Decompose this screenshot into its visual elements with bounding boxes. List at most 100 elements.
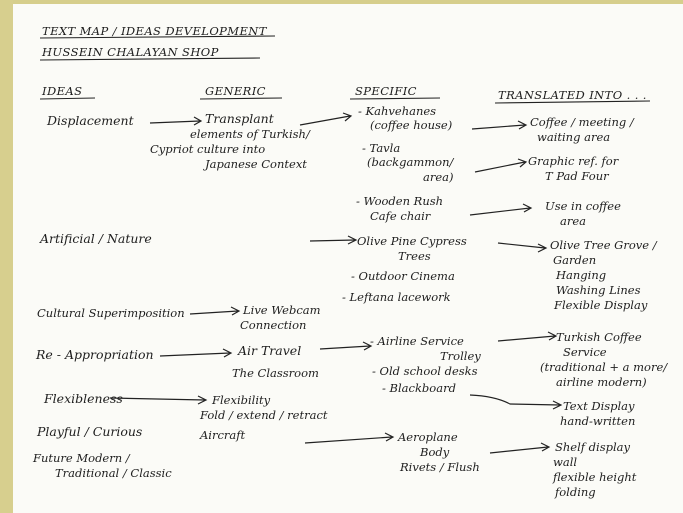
left-border bbox=[0, 0, 13, 513]
title-line-2: HUSSEIN CHALAYAN SHOP bbox=[42, 45, 219, 59]
specific-line: - Blackboard bbox=[382, 381, 456, 395]
translated-line: Olive Tree Grove / bbox=[550, 238, 657, 252]
specific-line: (backgammon/ bbox=[367, 155, 454, 169]
arrow-flexibleness bbox=[109, 397, 206, 401]
idea-cultural-superimposition: Cultural Superimposition bbox=[37, 306, 185, 320]
specific-line: - Kahvehanes bbox=[358, 104, 437, 118]
translated-line: Turkish Coffee bbox=[556, 330, 642, 344]
translated-line: flexible height bbox=[553, 470, 637, 484]
arrowhead bbox=[362, 341, 373, 351]
translated-line: folding bbox=[555, 485, 596, 499]
header-generic: GENERIC bbox=[205, 84, 266, 98]
specific-line: - Airline Service bbox=[370, 334, 464, 348]
specific-line: Trolley bbox=[440, 349, 481, 363]
header-underline-ideas bbox=[39, 97, 96, 100]
specific-line: - Old school desks bbox=[372, 364, 478, 378]
arrow-cultural bbox=[189, 310, 239, 315]
arrowhead bbox=[547, 331, 558, 341]
translated-line: Garden bbox=[553, 253, 597, 267]
header-underline-specific bbox=[349, 97, 441, 100]
arrowhead bbox=[193, 116, 203, 126]
generic-line: Live Webcam bbox=[243, 303, 321, 317]
translated-line: Washing Lines bbox=[556, 283, 641, 297]
specific-line: - Tavla bbox=[362, 141, 401, 155]
title-underline-1 bbox=[39, 35, 276, 39]
generic-line: Aircraft bbox=[200, 428, 246, 442]
generic-line: Fold / extend / retract bbox=[200, 408, 328, 422]
translated-line: Text Display bbox=[563, 399, 635, 413]
idea-displacement: Displacement bbox=[47, 113, 134, 128]
specific-line: area) bbox=[423, 170, 454, 184]
specific-line: - Wooden Rush bbox=[356, 194, 444, 208]
translated-line: area bbox=[560, 214, 587, 228]
arrowhead bbox=[384, 432, 395, 442]
translated-line: (traditional + a more/ bbox=[540, 360, 668, 374]
arrowhead bbox=[522, 203, 533, 213]
translated-line: hand-written bbox=[560, 414, 636, 428]
header-translated: TRANSLATED INTO . . . bbox=[498, 88, 647, 102]
translated-line: airline modern) bbox=[556, 375, 647, 389]
arrowhead bbox=[552, 400, 563, 410]
arrowhead bbox=[517, 158, 528, 168]
translated-line: T Pad Four bbox=[545, 169, 609, 183]
arrowhead bbox=[540, 442, 551, 452]
arrowhead bbox=[230, 306, 241, 316]
arrow-air-travel bbox=[319, 345, 371, 350]
specific-line: Trees bbox=[398, 249, 431, 263]
translated-line: waiting area bbox=[537, 130, 611, 144]
generic-line: Flexibility bbox=[212, 393, 271, 407]
top-border bbox=[0, 0, 683, 4]
generic-line: Air Travel bbox=[238, 343, 302, 358]
arrow-olive bbox=[497, 242, 546, 249]
arrow-wooden-rush bbox=[469, 207, 531, 216]
arrowhead bbox=[342, 112, 353, 122]
translated-line: Shelf display bbox=[555, 440, 631, 454]
translated-line: Coffee / meeting / bbox=[530, 115, 634, 129]
generic-line: Cypriot culture into bbox=[150, 142, 266, 156]
generic-line: Transplant bbox=[205, 111, 274, 126]
header-underline-generic bbox=[199, 97, 283, 100]
translated-line: Service bbox=[563, 345, 607, 359]
header-ideas: IDEAS bbox=[42, 84, 83, 98]
specific-line: Rivets / Flush bbox=[400, 460, 480, 474]
generic-line: elements of Turkish/ bbox=[190, 127, 310, 141]
translated-line: Use in coffee bbox=[545, 199, 621, 213]
arrowhead bbox=[537, 243, 548, 253]
specific-line: - Leftana lacework bbox=[342, 290, 451, 304]
specific-line: Aeroplane bbox=[398, 430, 458, 444]
arrowhead bbox=[222, 348, 233, 358]
translated-line: Hanging bbox=[556, 268, 607, 282]
arrow-artificial bbox=[309, 239, 356, 242]
idea-future-modern: Future Modern / bbox=[33, 451, 130, 465]
arrow-tavla bbox=[474, 161, 526, 173]
arrow-transplant bbox=[299, 115, 351, 126]
specific-line: Cafe chair bbox=[370, 209, 431, 223]
idea-reappropriation: Re - Appropriation bbox=[36, 347, 154, 362]
arrow-aeroplane bbox=[489, 446, 549, 454]
idea-flexibleness: Flexibleness bbox=[44, 391, 123, 406]
specific-line: - Outdoor Cinema bbox=[351, 269, 455, 283]
translated-line: wall bbox=[553, 455, 578, 469]
arrowhead bbox=[197, 395, 208, 405]
generic-line: The Classroom bbox=[232, 366, 319, 380]
header-specific: SPECIFIC bbox=[355, 84, 417, 98]
arrow-aircraft bbox=[304, 436, 393, 444]
arrow-displacement bbox=[149, 120, 201, 124]
specific-line: Olive Pine Cypress bbox=[357, 234, 467, 248]
title-underline-2 bbox=[39, 57, 261, 61]
arrow-blackboard bbox=[469, 394, 561, 406]
specific-line: (coffee house) bbox=[370, 118, 453, 132]
arrow-airline-service bbox=[497, 335, 556, 342]
title-line-1: TEXT MAP / IDEAS DEVELOPMENT bbox=[42, 24, 267, 38]
arrowhead bbox=[517, 120, 528, 130]
idea-artificial-nature: Artificial / Nature bbox=[40, 231, 152, 246]
translated-line: Flexible Display bbox=[554, 298, 648, 312]
header-underline-translated bbox=[494, 100, 651, 104]
arrow-kahvehanes bbox=[471, 124, 526, 130]
translated-line: Graphic ref. for bbox=[528, 154, 619, 168]
generic-line: Japanese Context bbox=[205, 157, 307, 171]
idea-playful-curious: Playful / Curious bbox=[37, 424, 143, 439]
idea-traditional-classic: Traditional / Classic bbox=[55, 466, 172, 480]
